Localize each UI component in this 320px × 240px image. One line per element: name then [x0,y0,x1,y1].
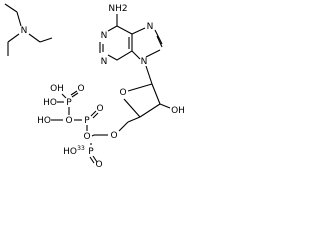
amine-nitrogen-label: N [21,26,28,36]
phosphate-bond [61,93,67,99]
ethyl-bond [4,3,18,13]
double-bond [156,35,163,48]
phosphate-double-bond [70,90,78,96]
hydroxyl-label: HO [63,147,77,157]
ring-nitrogen-label: N [141,57,148,67]
phosphate-double-bond [92,112,99,119]
bridge-oxygen-label: O [83,132,90,142]
triphosphate-chain: OH O HO P O HO P O O HO 33 P O [37,84,103,168]
ring-bond [151,83,161,105]
pyrimidine-ring [107,25,118,32]
phosphate-double-bond [92,155,98,163]
phosphate-double-bond [89,156,95,164]
ring-bond [139,103,161,118]
phosphate-double-bond [90,110,97,117]
phosphorus-33-label: P [88,147,94,157]
oxo-label: O [77,84,84,94]
amino-group-label: NH2 [108,4,127,14]
ring-bond [145,49,161,58]
ester-oxygen-label: O [110,131,117,141]
ch2-bond [127,116,141,123]
pyrimidine-ring [107,25,133,61]
ethyl-bond [7,33,20,43]
glycosidic-bond [145,65,153,85]
hydroxyl-label: HO [43,98,57,108]
hydroxyl-bond [159,103,171,109]
ring-nitrogen-label: N [147,22,154,32]
ethyl-bond [16,11,22,27]
oxo-label: O [96,104,103,114]
phosphorus-label: P [66,98,72,108]
ethyl-bond [28,33,41,43]
ch2-bond [118,121,129,132]
deoxyribose-sugar: O OH O [94,83,185,141]
ring-nitrogen-label: N [101,57,108,67]
chemical-structure-diagram: N NH2 N N N N O [4,3,185,168]
adenine-base: NH2 N N N N [99,4,163,85]
ring-bond [127,83,153,92]
hydroxyl-label: OH [50,84,64,94]
phosphate-double-bond [71,92,79,98]
isotope-mass-label: 33 [77,145,85,152]
ring-bond [123,98,141,118]
hydroxyl-label: HO [37,116,51,126]
bridge-oxygen-label: O [65,116,72,126]
oxo-label: O [95,160,102,168]
hydroxyl-label: OH [171,106,185,116]
ethyl-bond [39,37,53,43]
ring-bond [131,50,141,60]
ring-nitrogen-label: N [101,31,108,41]
ring-bond [154,29,163,45]
ring-bond [131,27,146,35]
phosphate-bond [91,134,95,137]
phosphorus-label: P [84,116,90,126]
triethylamine: N [4,3,53,56]
ring-oxygen-label: O [119,88,126,98]
